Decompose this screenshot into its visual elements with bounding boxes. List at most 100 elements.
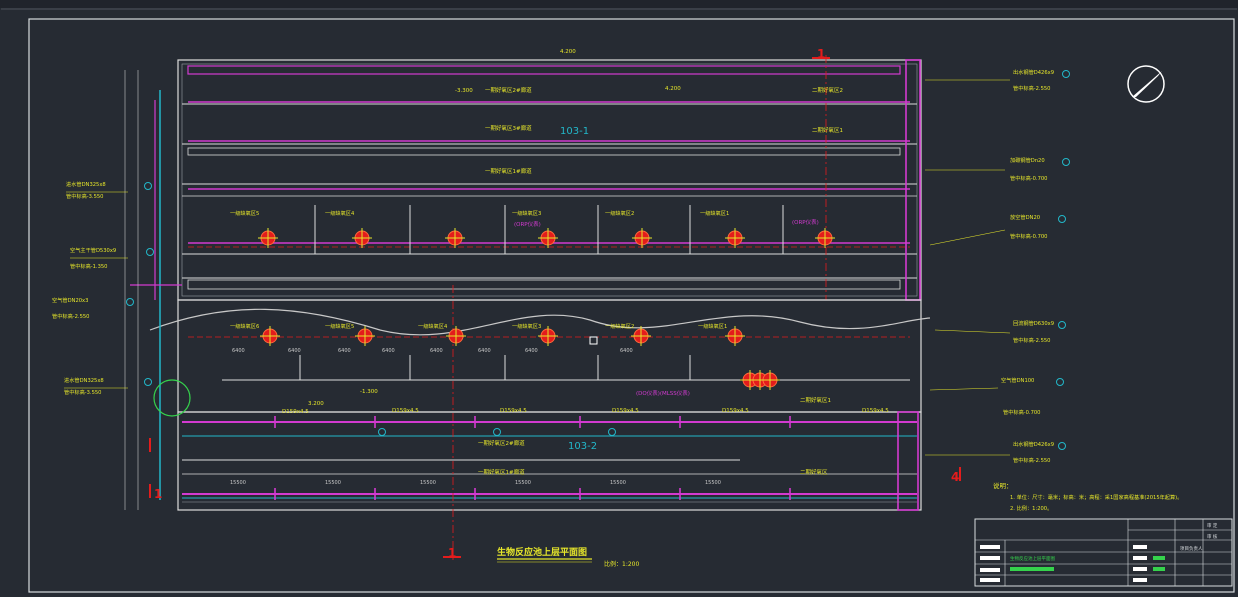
title-block-row-3: 项目负责人 bbox=[1180, 545, 1203, 552]
index-bubble-icon bbox=[1058, 321, 1066, 329]
channel-label: 一期好氧区2#廊道 bbox=[478, 439, 525, 447]
dimension-label: 6400 bbox=[620, 348, 633, 354]
anoxic-label: 二期好氧区2 bbox=[812, 86, 843, 94]
aerator-icon bbox=[446, 326, 466, 346]
channel-label: 一期好氧区2#廊道 bbox=[485, 86, 532, 94]
dimension-label: 6400 bbox=[232, 348, 245, 354]
aerator-icon bbox=[815, 228, 835, 248]
aerator-icon bbox=[538, 228, 558, 248]
title-block: 生物反应池上层平面图 审 定 审 核 项目负责人 bbox=[974, 518, 1233, 587]
zone-label: 一级缺氧区3 bbox=[512, 209, 541, 217]
left-inlet-pipes bbox=[124, 70, 191, 510]
instrument-tag: (ORP仪表) bbox=[514, 220, 541, 228]
right-callout: 管中标高-0.700 bbox=[1003, 408, 1040, 416]
aerator-icon bbox=[258, 228, 278, 248]
notes-title: 说明： bbox=[993, 481, 1013, 490]
dimension-label: 15500 bbox=[230, 480, 246, 486]
zone-label: 一级缺氧区4 bbox=[325, 209, 355, 217]
left-callout: 管中标高-1.350 bbox=[70, 262, 107, 270]
left-callout: 进水管DN325x8 bbox=[64, 376, 104, 384]
aerator-icon bbox=[538, 326, 558, 346]
anoxic-label: 二期好氧区1 bbox=[812, 126, 843, 134]
right-callout: 管中标高-2.550 bbox=[1013, 84, 1050, 92]
dimension-label: 6400 bbox=[288, 348, 301, 354]
index-bubble-icon bbox=[146, 248, 154, 256]
right-callout: 出水钢管D426x9 bbox=[1013, 68, 1054, 76]
title-block-green-mark-1 bbox=[1010, 567, 1054, 571]
left-callout: 空气主干管D530x9 bbox=[70, 246, 116, 254]
anoxic-label: 二期好氧区1 bbox=[800, 396, 831, 404]
dimension-label: 6400 bbox=[525, 348, 538, 354]
right-callout: 加碳钢管Dn20 bbox=[1010, 156, 1045, 164]
callout-layer: 空气主干管D530x9 管中标高-1.350 进水管DN325x8 管中标高-3.55… bbox=[52, 68, 1070, 464]
drawing-title: 生物反应池上层平面图 bbox=[497, 546, 587, 558]
callout-leader bbox=[929, 229, 1006, 246]
aerator-layer bbox=[258, 228, 835, 390]
pool-103-2 bbox=[177, 411, 922, 511]
zone-label: 一级缺氧区2 bbox=[605, 322, 634, 330]
svg-text:1: 1 bbox=[817, 47, 825, 61]
zone-label: 一级缺氧区2 bbox=[605, 209, 634, 217]
pool-103-1 bbox=[177, 55, 922, 301]
callout-leader bbox=[934, 329, 1011, 334]
anoxic-zone bbox=[149, 299, 931, 413]
dimension-label: 15500 bbox=[705, 480, 721, 486]
pipe-label: D159x4.5 bbox=[392, 408, 419, 414]
elevation-label: 4.200 bbox=[560, 49, 576, 55]
viewport-top-bar bbox=[0, 0, 1238, 8]
zone-label-layer: 一期好氧区2#廊道一期好氧区3#廊道一期好氧区1#廊道二期好氧区2二期好氧区1一… bbox=[230, 49, 889, 486]
aerator-icon bbox=[725, 326, 745, 346]
pool-id-103-2: 103-2 bbox=[568, 441, 597, 452]
channel-label: 一期好氧区3#廊道 bbox=[485, 124, 532, 132]
title-block-row-1: 审 定 bbox=[1207, 522, 1218, 529]
zone-label: 一级缺氧区3 bbox=[512, 322, 541, 330]
pipe-label: D159x4.5 bbox=[722, 408, 749, 414]
svg-text:1: 1 bbox=[448, 546, 456, 560]
outer-frame bbox=[28, 18, 1235, 593]
right-callout: 放空管DN20 bbox=[1010, 213, 1040, 221]
zone-label: 一级缺氧区5 bbox=[230, 209, 259, 217]
title-block-project: 生物反应池上层平面图 bbox=[1010, 555, 1055, 562]
drawing-scale: 比例：1:200 bbox=[604, 560, 639, 568]
zone-label: 一级缺氧区4 bbox=[418, 322, 448, 330]
aerator-icon bbox=[631, 326, 651, 346]
channel-label: 一期好氧区1#廊道 bbox=[485, 167, 532, 175]
aerator-icon bbox=[352, 228, 372, 248]
dimension-label: 15500 bbox=[610, 480, 626, 486]
channel-label: 一期好氧区1#廊道 bbox=[478, 468, 525, 476]
aerator-icon bbox=[445, 228, 465, 248]
pool-id-103-1: 103-1 bbox=[560, 126, 589, 137]
instrument-tag: (ORP仪表) bbox=[792, 218, 819, 226]
instrument-tag: (DO仪表)(MLSS仪表) bbox=[636, 389, 690, 397]
section-mark-icon: 1 1 1 4 bbox=[149, 47, 961, 560]
callout-leader bbox=[929, 387, 999, 391]
index-bubble-icon bbox=[1058, 442, 1066, 450]
left-callout: 管中标高-3.550 bbox=[64, 388, 101, 396]
right-callout: 管中标高-0.700 bbox=[1010, 174, 1047, 182]
zone-label: 一级缺氧区5 bbox=[325, 322, 354, 330]
notes-line-2: 2. 比例：1:200。 bbox=[1010, 504, 1052, 512]
dimension-label: 6400 bbox=[382, 348, 395, 354]
north-arrow-icon bbox=[1127, 65, 1165, 103]
elevation-label: 3.200 bbox=[308, 401, 324, 407]
pipe-label: D159x4.5 bbox=[500, 408, 527, 414]
svg-text:1: 1 bbox=[154, 487, 162, 501]
aerator-icon bbox=[260, 326, 280, 346]
dimension-label: 6400 bbox=[430, 348, 443, 354]
right-callout: 管中标高-2.550 bbox=[1013, 336, 1050, 344]
title-block-green-mark-2 bbox=[1153, 556, 1165, 560]
index-bubble-icon bbox=[1062, 158, 1070, 166]
index-bubble-icon bbox=[608, 428, 616, 436]
right-callout: 出水钢管D426x9 bbox=[1013, 440, 1054, 448]
index-bubble-icon bbox=[378, 428, 386, 436]
pipe-label: D159x4.5 bbox=[612, 408, 639, 414]
aerator-icon bbox=[725, 228, 745, 248]
notes-line-1: 1. 单位：尺寸：毫米；标高：米；高程：采1国家高程基准(2015年起算)。 bbox=[1010, 493, 1182, 501]
left-callout: 进水管DN325x8 bbox=[66, 180, 106, 188]
dimension-label: 15500 bbox=[325, 480, 341, 486]
anoxic-label: 二期好氧区 bbox=[800, 468, 828, 476]
index-bubble-icon bbox=[144, 182, 152, 190]
right-callout: 回流钢管D630x9 bbox=[1013, 319, 1054, 327]
zone-label: 一级缺氧区1 bbox=[698, 322, 727, 330]
